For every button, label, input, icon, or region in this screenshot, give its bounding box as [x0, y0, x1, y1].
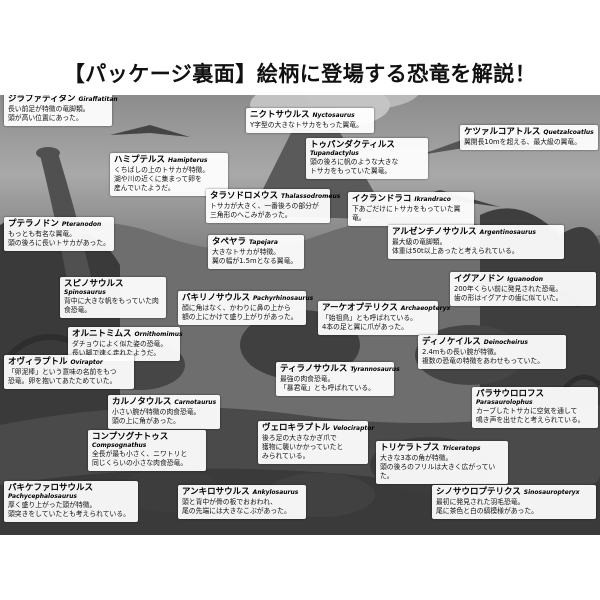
card-parasaurolophus: パラサウロロフス Parasaurolophus カーブしたトサカに空気を通して… [472, 387, 598, 428]
card-spinosaurus: スピノサウルス Spinosaurus 背中に大きな帆をもっていた肉食恐竜。 [60, 277, 166, 318]
card-tupandactylus: トゥパンダクティルス Tupandactylus 頭の後ろに帆のような大きな ト… [306, 138, 428, 179]
card-pachycephalosaurus: パキケファロサウルス Pachycephalosaurus 厚く盛り上がった頭が… [4, 481, 138, 522]
page-title: 【パッケージ裏面】絵柄に登場する恐竜を解説！ [63, 62, 537, 86]
card-compsognathus: コンプソグナトゥス Compsognathus 全長が最も小さく、ニワトリと 同… [88, 430, 206, 471]
